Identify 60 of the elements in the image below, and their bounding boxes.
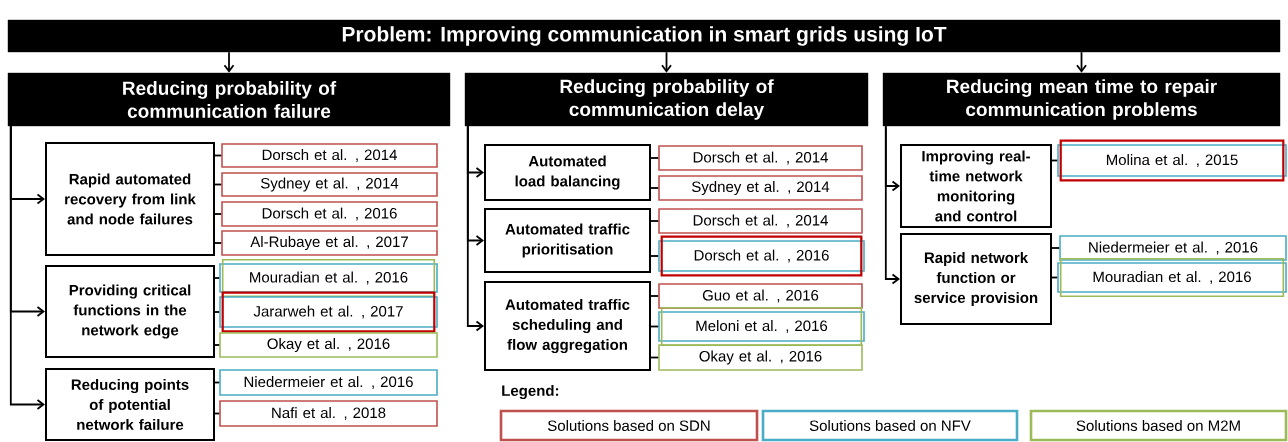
- reference-box: Okay et al. , 2016: [658, 344, 863, 371]
- approach-box: Automated traffic scheduling and flow aggregation: [484, 281, 651, 371]
- connector-line: [650, 295, 660, 297]
- connector-line: [650, 220, 660, 222]
- reference-box: Sydney et al. , 2014: [221, 172, 438, 197]
- approach-box: Automated load balancing: [484, 144, 651, 201]
- reference-box: Meloni et al. , 2016: [658, 306, 865, 347]
- approach-box: Rapid network function or service provision: [900, 233, 1052, 325]
- legend-item: Solutions based on NFV: [761, 409, 1019, 442]
- legend-item: Solutions based on M2M: [1029, 409, 1288, 442]
- arrow: [9, 125, 45, 410]
- connector-line: [214, 242, 223, 244]
- approach-box: Rapid automated recovery from link and node failures: [45, 142, 215, 256]
- reference-box: Mouradian et al. , 2016: [219, 258, 438, 298]
- reference-box: Mouradian et al. , 2016: [1057, 257, 1287, 298]
- connector-line: [214, 277, 221, 279]
- title-bar: Problem: Improving communication in smart grids using IoT: [7, 19, 1281, 53]
- arrow: [661, 51, 672, 73]
- connector-line: [214, 381, 221, 384]
- reference-box: Jararweh et al. , 2017: [219, 291, 438, 333]
- reference-box: Niedermeier et al. , 2016: [1059, 235, 1287, 261]
- arrow: [884, 125, 900, 285]
- category-header: Reducing probability of communication failure: [7, 72, 451, 127]
- connector-line: [214, 213, 223, 215]
- reference-box: Dorsch et al. , 2016: [221, 201, 438, 227]
- reference-box: Niedermeier et al. , 2016: [219, 369, 438, 396]
- reference-box: Okay et al. , 2016: [219, 332, 438, 358]
- reference-box: Dorsch et al. , 2014: [658, 208, 863, 234]
- approach-box: Providing critical functions in the network edge: [45, 265, 215, 358]
- approach-box: Reducing points of potential network failure: [45, 368, 215, 441]
- reference-box: Dorsch et al. , 2014: [221, 143, 438, 168]
- connector-line: [214, 412, 221, 415]
- reference-box: Dorsch et al. , 2016: [658, 235, 865, 277]
- connector-line: [1051, 276, 1059, 279]
- connector-line: [214, 183, 223, 186]
- reference-box: Molina et al. , 2015: [1057, 139, 1287, 182]
- category-header: Reducing probability of communication delay: [464, 72, 869, 127]
- reference-box: Guo et al. , 2016: [658, 283, 863, 309]
- connector-line: [650, 157, 660, 159]
- legend-title: Legend:: [502, 385, 559, 400]
- approach-box: Improving real-time network monitoring and control: [900, 144, 1052, 228]
- approach-box: Automated traffic prioritisation: [484, 208, 651, 273]
- arrow: [466, 125, 484, 332]
- connector-line: [650, 187, 660, 189]
- connector-line: [214, 344, 221, 346]
- reference-box: Sydney et al. , 2014: [658, 175, 863, 201]
- category-header: Reducing mean time to repair communication problems: [882, 72, 1281, 127]
- connector-line: [1051, 247, 1061, 249]
- connector-line: [214, 311, 221, 313]
- connector-line: [214, 154, 223, 157]
- legend-item: Solutions based on SDN: [499, 409, 759, 442]
- connector-line: [1051, 159, 1059, 162]
- connector-line: [650, 325, 660, 328]
- reference-box: Dorsch et al. , 2014: [658, 145, 863, 171]
- reference-box: Al-Rubaye et al. , 2017: [221, 230, 438, 256]
- arrow: [1076, 51, 1087, 73]
- arrow: [223, 51, 235, 73]
- reference-box: Nafi et al. , 2018: [219, 400, 438, 427]
- connector-line: [650, 356, 660, 359]
- connector-line: [650, 255, 660, 257]
